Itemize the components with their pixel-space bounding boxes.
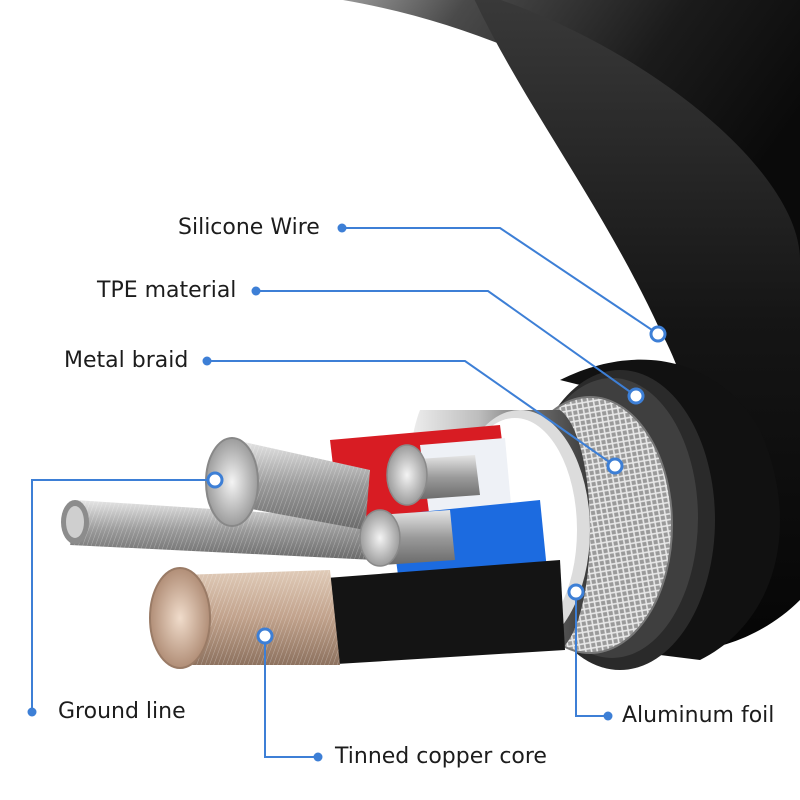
strand-end-white [386,444,428,506]
callout-line-ground [31,479,215,712]
strand-end-top [205,437,259,527]
callout-line-silicone [342,227,659,335]
callout-dot-foil-label [603,711,613,721]
callout-target-braid [606,457,624,475]
callout-target-copper [256,627,274,645]
callout-dot-silicone-label [337,223,347,233]
label-ground-line: Ground line [58,699,186,724]
callout-target-silicone [649,325,667,343]
callout-line-copper [264,636,318,758]
tinned-copper-end [149,567,211,669]
callout-dot-tpe-label [251,286,261,296]
callout-target-foil [567,583,585,601]
label-tpe-material: TPE material [97,278,237,303]
callout-dot-ground-label [27,707,37,717]
callout-target-ground [206,471,224,489]
callout-line-braid [207,360,616,467]
label-silicone-wire: Silicone Wire [178,215,320,240]
label-metal-braid: Metal braid [64,348,189,373]
black-conductor [300,560,565,665]
callout-dot-copper-label [313,752,323,762]
callout-dots [27,223,667,762]
label-tinned-copper-core: Tinned copper core [335,744,547,769]
callout-line-tpe [256,290,637,397]
callout-dot-braid-label [202,356,212,366]
cable-jacket-upper [342,0,800,300]
callout-lines [31,227,659,758]
strand-end-blue [359,509,401,567]
label-aluminum-foil: Aluminum foil [622,703,775,728]
callout-target-tpe [627,387,645,405]
callout-line-foil [575,592,608,717]
